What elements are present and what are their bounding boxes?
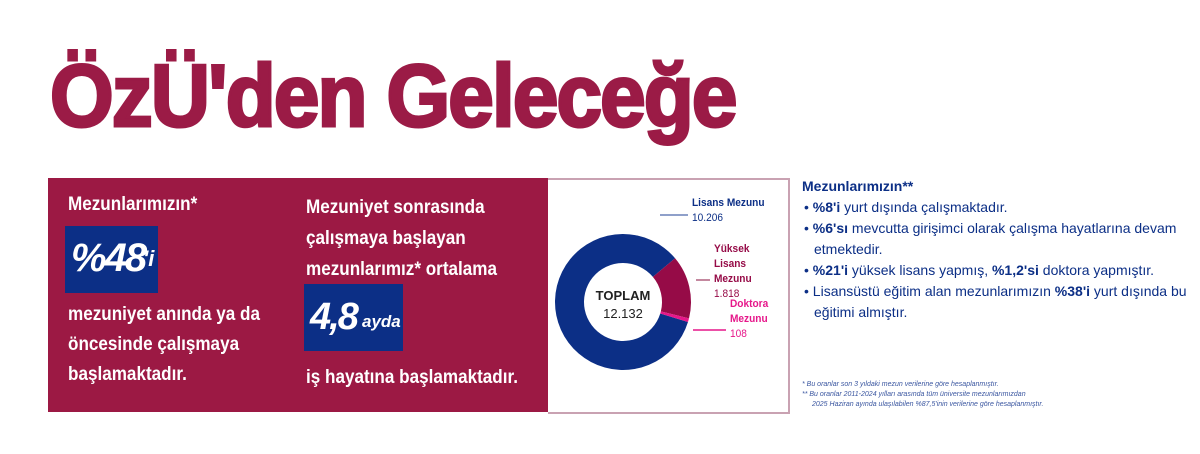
slice-doktora xyxy=(660,311,689,323)
slice-lisans xyxy=(555,234,688,371)
fact-item: • %6'sı mevcutta girişimci olarak çalışm… xyxy=(804,220,1177,257)
left-line: öncesinde çalışmaya xyxy=(68,334,240,355)
right-heading: Mezunlarımızın** xyxy=(802,178,914,194)
footnote: 2025 Haziran ayında ulaşılabilen %87,5'i… xyxy=(812,401,1044,408)
fact-item: • %8'i yurt dışında çalışmaktadır. xyxy=(804,199,1008,215)
stat-unit: ayda xyxy=(362,312,401,331)
stat-suffix: 'i xyxy=(143,246,155,271)
donut-svg xyxy=(555,214,726,371)
stats-panel: Mezunlarımızın* %48 'i mezuniyet anında … xyxy=(48,178,548,412)
footnote: * Bu oranlar son 3 yıldaki mezun veriler… xyxy=(802,381,999,388)
middle-line: çalışmaya başlayan xyxy=(306,228,466,249)
right-facts: Mezunlarımızın** • %8'i yurt dışında çal… xyxy=(802,176,1200,323)
slice-yuksek-lisans xyxy=(652,258,691,319)
left-heading: Mezunlarımızın* xyxy=(68,194,198,215)
fact-item: • Lisansüstü eğitim alan mezunlarımızın … xyxy=(804,283,1187,320)
stat-48-box: %48 'i xyxy=(65,226,158,293)
footnote: ** Bu oranlar 2011-2024 yılları arasında… xyxy=(802,391,1026,398)
total-value: 12.132 xyxy=(603,306,643,321)
left-line: başlamaktadır. xyxy=(68,364,187,385)
page-title: ÖzÜ'den Geleceğe xyxy=(49,45,739,147)
stat-months-box: 4,8 ayda xyxy=(304,284,403,351)
middle-line: mezunlarımız* ortalama xyxy=(306,259,498,280)
fact-item: • %21'i yüksek lisans yapmış, %1,2'si do… xyxy=(804,262,1155,278)
total-label: TOPLAM xyxy=(595,288,651,303)
left-line: mezuniyet anında ya da xyxy=(68,304,260,325)
middle-footer: iş hayatına başlamaktadır. xyxy=(306,367,518,388)
footnotes: * Bu oranlar son 3 yıldaki mezun veriler… xyxy=(802,380,1043,410)
stat-months: 4,8 xyxy=(310,296,359,338)
middle-line: Mezuniyet sonrasında xyxy=(306,197,485,218)
stat-48: %48 xyxy=(71,236,147,280)
